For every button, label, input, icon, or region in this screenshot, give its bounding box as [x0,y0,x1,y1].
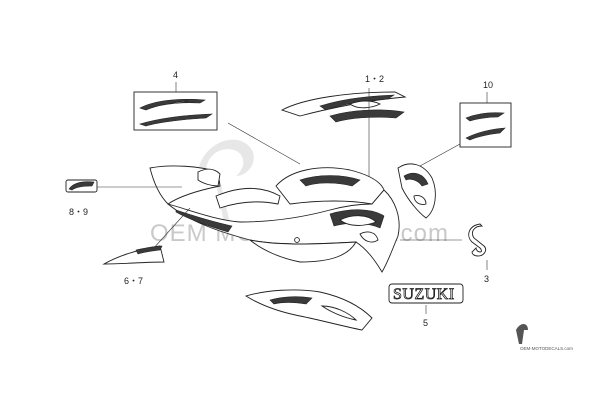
callout-8-9: 8・9 [69,207,88,217]
item-10-box [459,102,512,148]
lower-cowl [249,239,357,263]
fairing-bolt [294,237,300,243]
fuel-tank-stripe [299,175,361,187]
nose-fairing [397,163,436,219]
footer-watermark-text: OEM-MOTODECALS.com [520,346,573,351]
leader-6-7 [151,207,191,251]
item-4-decal-upper [139,98,206,111]
item-4-decal-upper-accent [169,100,189,105]
callout-6-7: 6・7 [124,276,143,286]
fairing-gsxr-logo [339,215,377,226]
item-10-decal-lower [465,127,506,141]
item-1-2-decal-bottom [329,109,405,123]
item-5-group: SUZUKI 5 [244,283,464,331]
headlight [413,195,427,205]
fairing-s-emblem [359,231,379,243]
lower-fairing-gsxr-logo [320,305,358,321]
item-10-decal-upper [465,112,505,122]
callout-5: 5 [423,318,428,328]
suzuki-s-emblem-icon [468,223,487,257]
item-4-decal-lower [139,113,214,127]
callout-4: 4 [173,70,178,80]
seat [215,188,281,209]
item-6-7-group: 6・7 [102,207,191,286]
item-4-group: 4 [133,70,301,165]
fuel-tank [275,167,385,205]
callout-10: 10 [483,80,493,90]
leader-10-to-nose [419,143,461,167]
item-1-2-group: 1・2 [280,74,407,186]
suzuki-wordmark: SUZUKI [393,286,455,303]
motorcycle-body [149,165,400,273]
item-6-7-decal-accent [135,245,163,255]
tail-stripe [175,209,233,233]
item-1-2-logo-badge [349,100,382,109]
lower-fairing-decal [244,289,373,331]
footer-logo-icon [516,324,528,344]
leader-4-to-bike [227,122,301,165]
item-8-9-group: 8・9 [65,179,182,217]
upper-fairing-decal [403,172,429,187]
callout-1-2: 1・2 [365,74,384,84]
suzuki-wordmark-plate [388,283,464,304]
item-3-group: 3 [400,223,489,284]
callout-3: 3 [484,274,489,284]
upper-fairing [397,163,436,219]
lower-fairing-stripe [269,296,313,305]
tail-light-housing [197,168,221,187]
item-10-group: 10 [419,80,512,167]
item-8-9-badge-mark [68,181,95,191]
footer-watermark: OEM-MOTODECALS.com [516,324,573,351]
